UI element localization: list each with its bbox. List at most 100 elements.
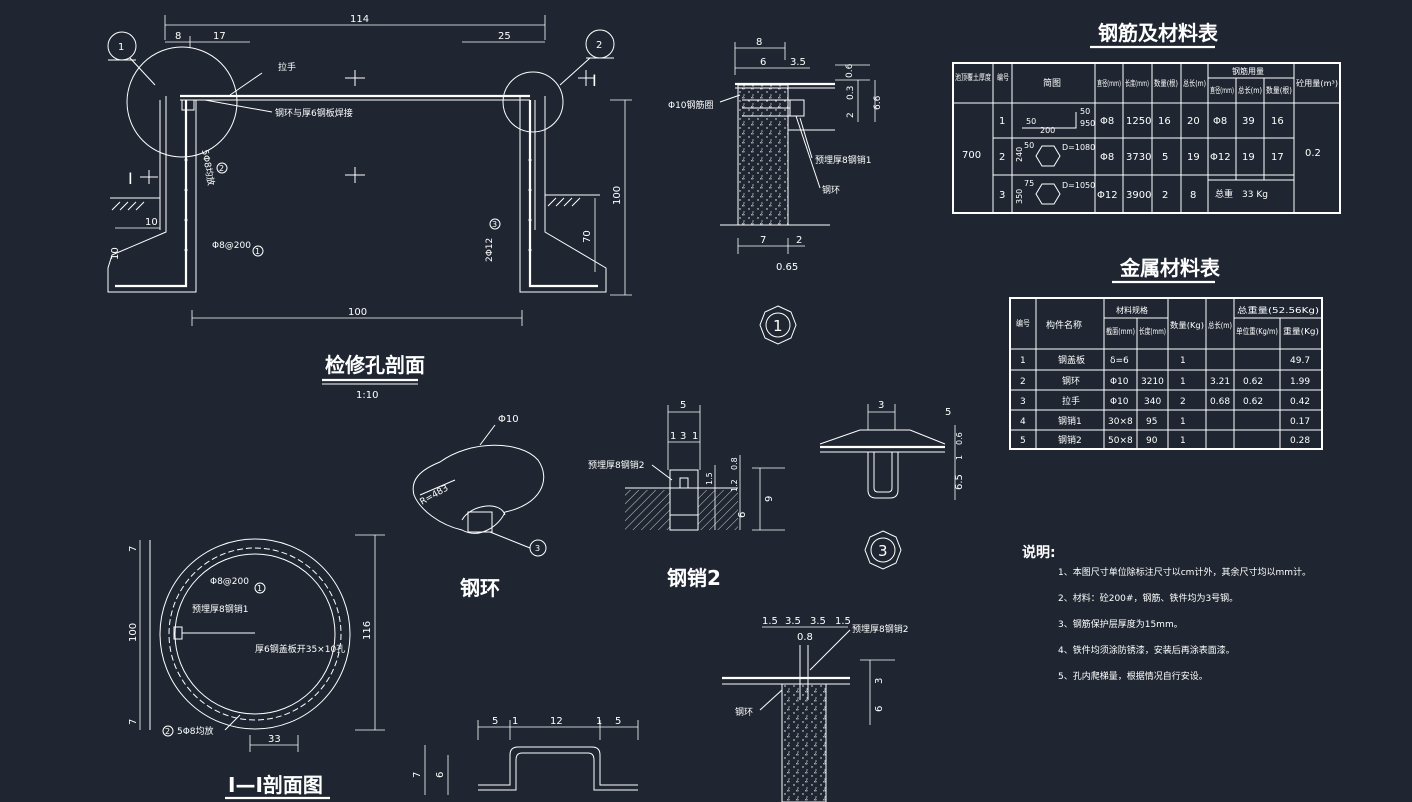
dim-bottom: 100 [348,307,367,318]
svg-text:1.5: 1.5 [835,616,851,627]
svg-text:直径(mm): 直径(mm) [1097,78,1121,88]
svg-text:1: 1 [1180,417,1186,427]
svg-text:95: 95 [1146,417,1157,427]
note-1: 1、本图尺寸单位除标注尺寸以cm计外，其余尺寸均以mm计。 [1058,566,1311,578]
svg-text:3.5: 3.5 [810,616,826,627]
steel-ring-detail: R=483 Φ10 3 钢环 [412,414,547,600]
svg-text:39: 39 [1242,116,1255,127]
dim-side70: 70 [582,230,593,243]
svg-text:3: 3 [492,220,497,229]
svg-text:4: 4 [1020,417,1026,427]
svg-text:总重量(52.56Kg): 总重量(52.56Kg) [1237,305,1319,315]
svg-text:重量(Kg): 重量(Kg) [1283,326,1319,336]
ii-pin: 预埋厚8钢销1 [192,603,248,615]
svg-text:0.62: 0.62 [1243,377,1263,387]
pin2-detail: 5 1 3 1 预埋厚8钢销2 1.5 0.8 1.2 6 9 钢销2 [588,400,785,590]
svg-text:钢环: 钢环 [1062,375,1080,387]
svg-text:δ=6: δ=6 [1110,356,1129,366]
svg-text:50×8: 50×8 [1108,436,1133,446]
svg-text:1.2: 1.2 [730,479,739,492]
svg-text:1: 1 [118,42,124,53]
svg-text:0.42: 0.42 [1290,397,1310,407]
notes: 说明: 1、本图尺寸单位除标注尺寸以cm计外，其余尺寸均以mm计。 2、材料：砼… [1022,544,1311,682]
svg-text:1: 1 [596,716,602,727]
svg-text:3900: 3900 [1126,190,1151,201]
svg-text:1: 1 [255,247,260,256]
note-4: 4、铁件均须涂防锈漆，安装后再涂表面漆。 [1058,644,1235,656]
svg-text:2: 2 [796,235,802,246]
section-ii-title: I—I剖面图 [228,773,323,797]
section-i-i: 7 100 7 116 Φ8@200 1 预埋厚8钢销1 厚6钢盖板开35×10… [128,534,385,800]
svg-text:2: 2 [596,40,602,51]
svg-text:0.28: 0.28 [1290,436,1310,446]
svg-text:3.5: 3.5 [785,616,801,627]
svg-text:0.17: 0.17 [1290,417,1310,427]
svg-text:2: 2 [1162,190,1168,201]
label-rebar-12: 2Φ12 [485,238,495,262]
svg-text:2: 2 [1020,377,1026,387]
svg-text:75: 75 [1024,179,1034,188]
svg-text:12: 12 [550,716,563,727]
svg-text:3210: 3210 [1141,377,1164,387]
svg-text:2: 2 [1180,397,1186,407]
svg-text:钢销2: 钢销2 [1058,434,1082,446]
svg-text:Φ10: Φ10 [1110,397,1129,407]
svg-text:Φ8: Φ8 [1100,116,1114,127]
svg-text:90: 90 [1146,436,1158,446]
section-scale: 1:10 [356,390,378,401]
label-rebar-main: Φ8@200 [212,241,251,251]
cut-mark-left: I [128,169,133,188]
svg-text:1: 1 [1180,436,1186,446]
metal-table: 金属材料表 编号 构件名称 材料规格 截面(mm) 长度(mm) 数量(Kg) … [1009,256,1323,450]
svg-text:116: 116 [362,621,373,640]
dim-c: 25 [498,31,511,42]
label-handle: 拉手 [278,61,296,73]
svg-text:截面(mm): 截面(mm) [1106,326,1135,336]
svg-text:16: 16 [1271,116,1284,127]
svg-text:简图: 简图 [1043,77,1061,89]
detail1-number: 1 [773,317,783,335]
svg-text:1: 1 [999,116,1005,127]
svg-text:240: 240 [1015,147,1024,162]
svg-text:50: 50 [1024,141,1034,150]
svg-text:7: 7 [760,235,766,246]
svg-text:6: 6 [737,512,748,518]
svg-text:49.7: 49.7 [1290,356,1310,366]
notes-title: 说明: [1022,544,1056,561]
svg-text:16: 16 [1158,116,1171,127]
svg-text:0.2: 0.2 [1305,148,1321,159]
svg-text:2: 2 [219,164,224,173]
svg-text:1.99: 1.99 [1290,377,1310,387]
svg-text:3.5: 3.5 [790,57,806,68]
section-title: 检修孔剖面 [325,353,425,377]
svg-text:950: 950 [1080,119,1095,128]
svg-text:砼用量(m³): 砼用量(m³) [1296,78,1338,88]
dim-a: 8 [175,31,181,42]
svg-text:长度(mm): 长度(mm) [1139,326,1166,336]
svg-text:数量(根): 数量(根) [1266,85,1292,95]
label-radius: R=483 [419,483,451,507]
svg-text:总长(m): 总长(m) [1183,78,1206,88]
svg-text:Φ12: Φ12 [1210,152,1231,163]
svg-text:100: 100 [128,623,139,642]
svg-text:19: 19 [1187,152,1200,163]
svg-text:编号: 编号 [997,72,1009,82]
svg-text:19: 19 [1242,152,1255,163]
svg-text:总重 33 Kg: 总重 33 Kg [1215,188,1268,200]
svg-text:3: 3 [680,431,686,442]
svg-text:1: 1 [955,455,964,460]
steel-ring-title: 钢环 [460,576,500,600]
svg-text:1: 1 [1180,356,1186,366]
svg-text:350: 350 [1015,189,1024,204]
svg-text:1: 1 [257,584,262,593]
dim-height: 100 [612,186,623,205]
label-ring-plate: 钢环与厚6钢板焊接 [275,107,353,119]
svg-text:50: 50 [1080,107,1090,116]
ii-rebar-dist: 5Φ8均放 [177,725,214,737]
svg-text:总长(m): 总长(m) [1208,320,1232,330]
handle-detail: 5 1 12 1 5 7 6 [412,716,639,795]
svg-text:17: 17 [1271,152,1284,163]
dim-side10: 10 [145,217,158,228]
svg-text:8: 8 [756,37,762,48]
svg-text:1: 1 [1180,377,1186,387]
